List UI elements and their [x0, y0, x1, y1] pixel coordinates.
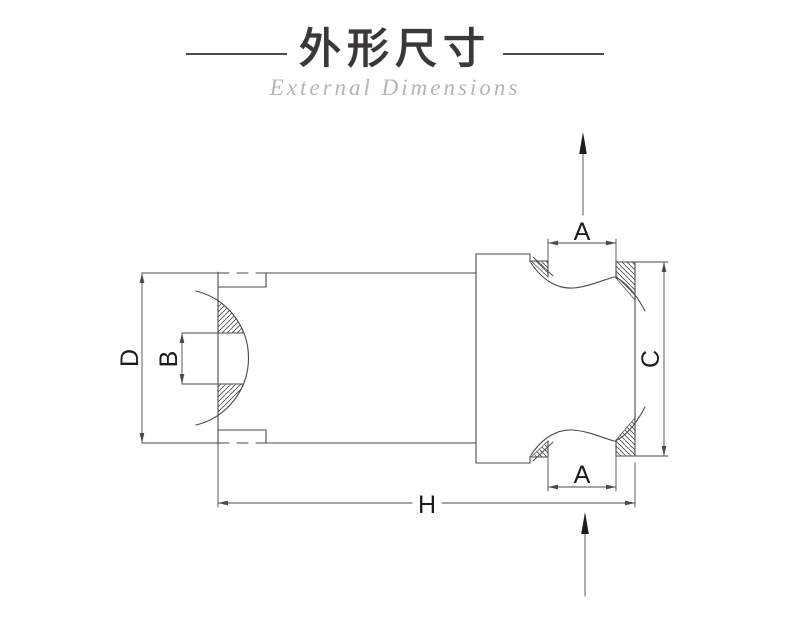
hatch-band-top-right — [615, 261, 636, 301]
dim-arrow-a-top-right — [606, 240, 616, 246]
left-figure — [141, 271, 477, 445]
dimension-D: D — [116, 272, 145, 444]
dim-arrow-a-bottom-left — [548, 484, 558, 490]
dim-label-d: D — [116, 349, 144, 367]
dim-arrow-c-top — [661, 262, 667, 272]
title-row: 外形尺寸 — [0, 25, 790, 72]
dim-arrow-d-bottom — [139, 433, 145, 443]
dim-arrow-b-top — [179, 333, 185, 343]
page-title: 外形尺寸 — [298, 25, 491, 72]
dim-label-h: H — [418, 491, 436, 519]
dimension-C: C — [634, 261, 669, 457]
cam-curve-top — [530, 262, 615, 289]
dim-arrow-c-bottom — [661, 446, 667, 456]
left-figure-top-groove — [217, 272, 267, 288]
direction-arrow-top-head — [579, 132, 587, 154]
direction-arrow-top — [579, 132, 587, 216]
dim-label-a-top: A — [574, 218, 591, 246]
hatch-band-top-left — [530, 260, 549, 278]
hatch-wedge-bottom — [217, 383, 244, 417]
title-rule-left — [185, 53, 287, 56]
hatch-band-bottom-right — [615, 417, 636, 457]
dim-arrow-b-bottom — [179, 374, 185, 384]
dim-arrow-a-bottom-right — [606, 484, 616, 490]
cam-curve-bottom — [530, 429, 615, 456]
dimension-A-bottom: A — [547, 455, 617, 492]
right-figure — [475, 253, 646, 464]
dim-arrow-a-top-left — [548, 240, 558, 246]
hatch-wedge-top — [217, 299, 245, 334]
left-figure-bottom-groove — [217, 429, 267, 444]
dim-label-c: C — [637, 350, 665, 368]
direction-arrow-bottom — [581, 512, 589, 597]
dimension-H: H — [217, 443, 636, 519]
page-subtitle: External Dimensions — [269, 75, 521, 101]
dim-label-b: B — [155, 351, 183, 368]
dim-label-a-bottom: A — [574, 461, 591, 489]
dim-arrow-h-right — [625, 500, 635, 506]
dimension-A-top: A — [547, 218, 617, 277]
dimension-B: B — [155, 332, 245, 385]
dim-arrow-d-top — [139, 273, 145, 283]
title-block: 外形尺寸 External Dimensions — [0, 25, 790, 101]
hatch-band-bottom-left — [530, 440, 549, 458]
direction-arrow-bottom-head — [581, 512, 589, 534]
title-rule-right — [503, 53, 604, 56]
dim-arrow-h-left — [218, 500, 228, 506]
